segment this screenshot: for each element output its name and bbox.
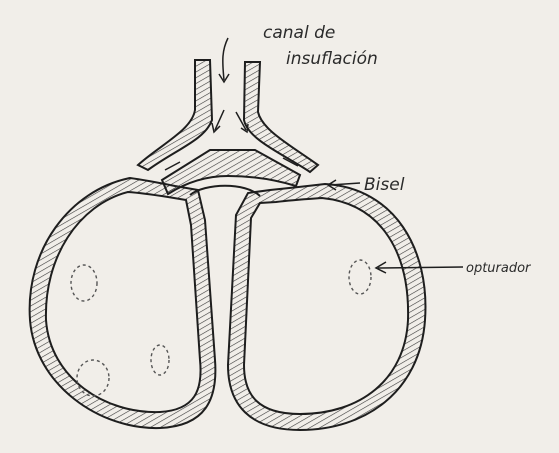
left-chamber — [30, 178, 216, 428]
obturator-holes — [71, 260, 371, 396]
label-canal-line2: insuflación — [286, 49, 378, 69]
label-bisel: Bisel — [364, 175, 405, 195]
label-canal-line1: canal de — [263, 23, 335, 43]
right-chamber — [228, 184, 425, 430]
label-obturador: opturador — [466, 261, 532, 276]
